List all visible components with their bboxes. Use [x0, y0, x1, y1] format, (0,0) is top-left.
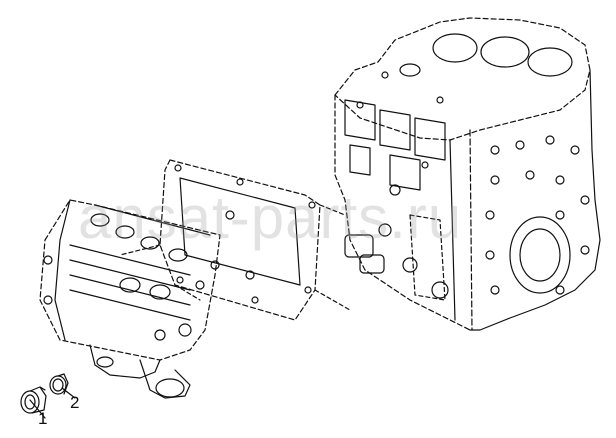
alignment-lines — [119, 204, 351, 311]
gasket — [159, 159, 321, 321]
callout-2: 2 — [70, 393, 80, 412]
seal-ring-part — [49, 373, 69, 395]
leader-line-2 — [61, 387, 76, 399]
oil-cooler-assembly — [39, 199, 221, 399]
callout-1: 1 — [38, 409, 48, 428]
engine-block — [334, 17, 601, 331]
plug-part — [20, 386, 47, 414]
